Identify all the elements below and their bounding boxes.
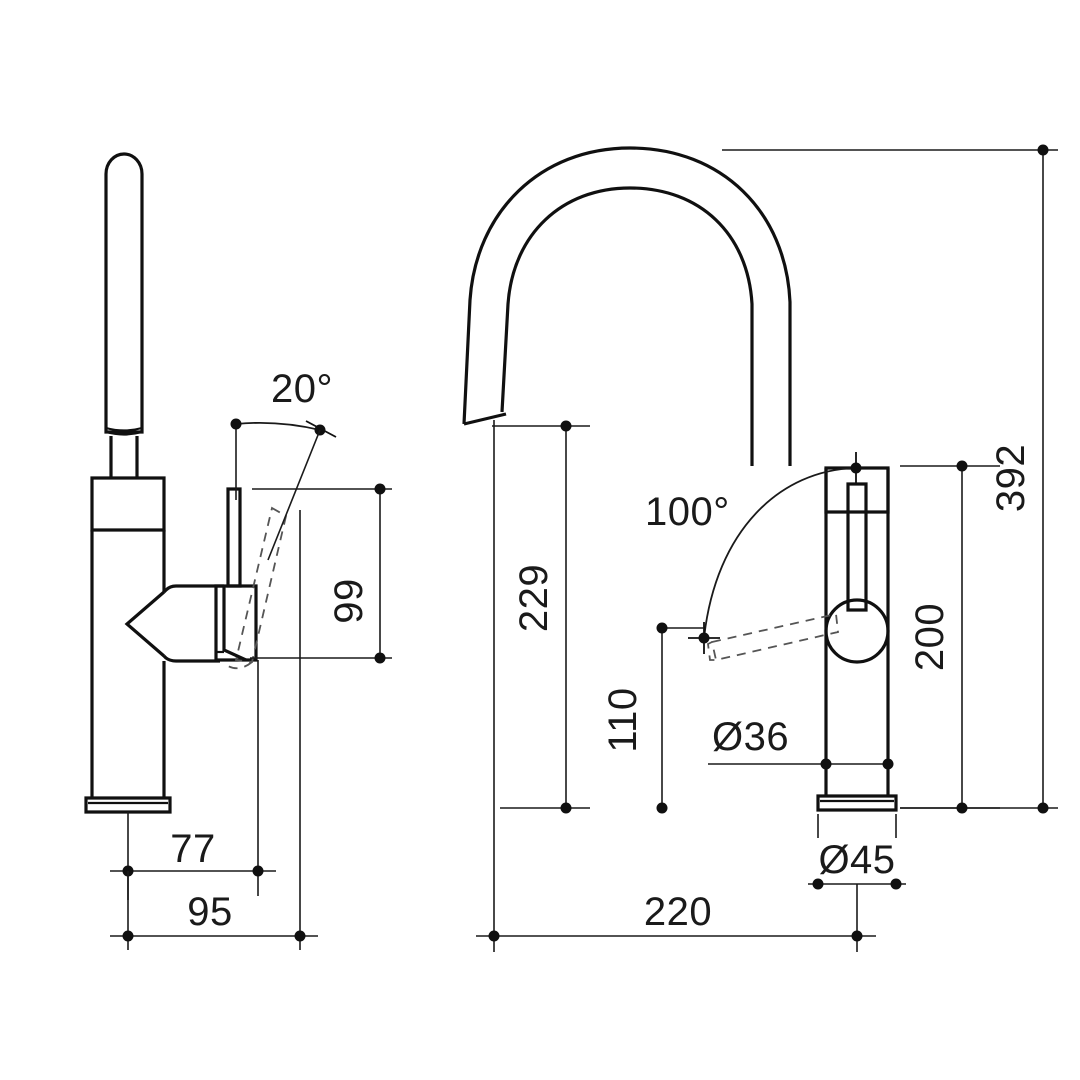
front-110-dot-bottom	[656, 802, 668, 814]
side-base-flange	[84, 796, 172, 814]
side-handle-ghost-inner	[227, 661, 253, 670]
dim-100-degrees: 100°	[645, 490, 730, 534]
front-200-dimension-group: 200	[900, 460, 1000, 814]
side-95-dot-right	[294, 930, 306, 942]
dim-220: 220	[644, 890, 712, 934]
front-d45-dimension-group: Ø45	[808, 814, 906, 890]
front-base-flange	[816, 794, 898, 812]
dim-20-degrees: 20°	[271, 367, 333, 411]
side-spout-chevron	[124, 584, 224, 663]
front-view-geometry	[462, 146, 898, 812]
dim-229: 229	[512, 564, 556, 632]
front-220-dimension-group: 220	[476, 420, 876, 952]
front-handle-ghost-cap	[707, 641, 716, 661]
front-392-dot-top	[1037, 144, 1049, 156]
side-view-geometry	[84, 152, 288, 814]
front-392-dimension-group: 392	[722, 144, 1058, 814]
side-wand-seam-2	[105, 430, 143, 436]
side-angle-leader	[267, 429, 321, 561]
front-229-dot-top	[560, 420, 572, 432]
side-wand-neck	[109, 436, 139, 478]
front-angle-arc	[703, 467, 857, 639]
dim-95: 95	[187, 890, 233, 934]
front-110-dimension-group: 110	[601, 622, 704, 814]
side-77-dimension-group: 77	[110, 660, 276, 900]
dim-99: 99	[327, 578, 371, 624]
front-200-dot-bottom	[956, 802, 968, 814]
front-angle-dimension-group: 100°	[645, 452, 862, 654]
front-110-dot-top	[656, 622, 668, 634]
front-200-dot-top	[956, 460, 968, 472]
side-handle-hub-face	[222, 586, 247, 662]
front-229-dimension-group: 229	[492, 420, 590, 814]
side-spray-wand-outline	[104, 152, 144, 434]
dim-200: 200	[908, 603, 952, 671]
side-77-dot-right	[252, 865, 264, 877]
side-99-dot-bottom	[374, 652, 386, 664]
side-95-dimension-group: 95	[110, 510, 318, 950]
front-spout-tip	[463, 412, 507, 426]
side-angle-dimension-group: 20°	[230, 367, 337, 561]
side-collar	[90, 476, 166, 532]
front-handle-pivot-circle	[824, 598, 890, 664]
front-229-dot-bottom	[560, 802, 572, 814]
front-d45-dot-left	[812, 878, 824, 890]
side-angle-dot-left	[230, 418, 242, 430]
dim-77: 77	[170, 827, 216, 871]
dim-110: 110	[601, 687, 645, 752]
front-220-dot-right	[851, 930, 863, 942]
front-d45-dot-right	[890, 878, 902, 890]
side-body-column	[90, 530, 166, 798]
front-d36-dot-left	[820, 758, 832, 770]
side-angle-tick	[305, 420, 337, 438]
dim-diameter-45: Ø45	[818, 838, 895, 882]
front-spout-outer-curve	[462, 146, 792, 466]
front-220-dot-left	[488, 930, 500, 942]
front-d36-dimension-group: Ø36	[708, 715, 894, 770]
side-wand-seam	[105, 426, 143, 432]
side-angle-arc	[235, 421, 321, 431]
front-handle-shaft	[846, 482, 868, 612]
side-handle-hub	[214, 584, 258, 662]
side-99-dot-top	[374, 483, 386, 495]
front-d36-dot-right	[882, 758, 894, 770]
front-angle-tick-bottom	[688, 622, 720, 654]
front-body-cap	[824, 466, 890, 514]
front-spout-inner-curve	[500, 186, 754, 466]
dim-diameter-36: Ø36	[712, 715, 789, 759]
side-95-dot-left	[122, 930, 134, 942]
side-99-dimension-group: 99	[250, 483, 392, 664]
dim-392: 392	[989, 444, 1033, 512]
side-handle-lever	[226, 487, 242, 588]
front-392-dot-bottom	[1037, 802, 1049, 814]
front-handle-ghost	[710, 612, 839, 662]
